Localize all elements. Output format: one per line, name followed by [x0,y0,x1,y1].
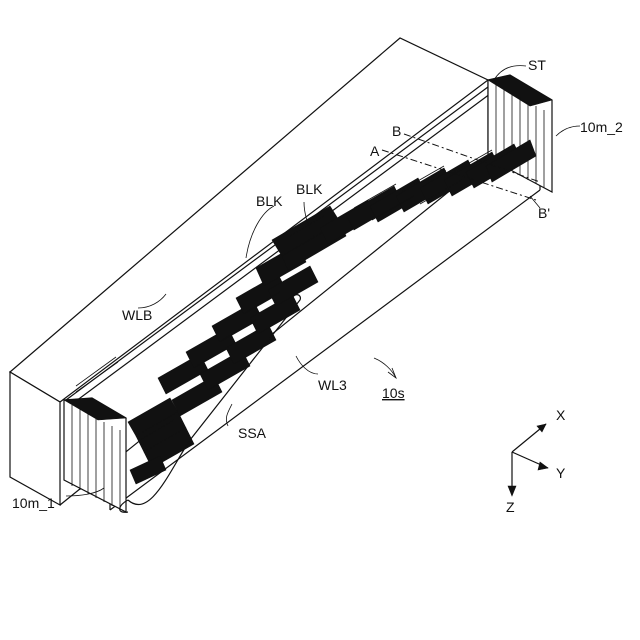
label-blk-1: BLK [256,193,283,209]
label-wlb: WLB [122,307,152,323]
label-a: A [370,143,380,159]
axis-y-label: Y [556,465,566,481]
label-b-prime: B' [538,205,550,221]
label-blk-2: BLK [296,181,323,197]
label-b: B [392,123,401,139]
label-10m-1: 10m_1 [12,495,55,511]
axis-z-label: Z [506,499,515,515]
label-wl3: WL3 [318,377,347,393]
label-st: ST [528,57,546,73]
label-ssa: SSA [238,425,267,441]
axes-indicator: X Y Z [506,407,566,515]
label-10s: 10s [382,385,405,401]
label-10m-2: 10m_2 [580,119,623,135]
axis-x-label: X [556,407,566,423]
